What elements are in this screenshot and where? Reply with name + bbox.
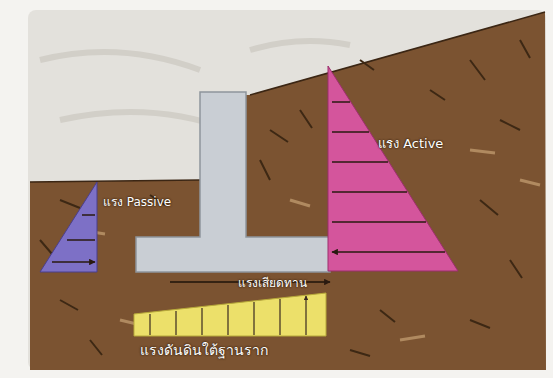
force-label: แรง Active	[378, 137, 443, 151]
force-label: แรง Passive	[103, 196, 171, 209]
sky	[28, 10, 546, 370]
soil-texture	[40, 40, 530, 356]
base-pressure-arrows	[150, 296, 306, 335]
active-pressure-arrows	[332, 102, 445, 252]
passive-pressure-triangle	[40, 182, 97, 272]
passive-pressure-arrows	[52, 215, 95, 262]
ground-line	[30, 12, 545, 182]
force-label: แรงเสียดทาน	[238, 277, 307, 290]
base-pressure-trapezoid	[134, 293, 326, 336]
soil	[30, 12, 546, 370]
retaining-wall	[136, 92, 330, 272]
active-pressure-triangle	[328, 66, 458, 271]
force-label: แรงดันดินใต้ฐานราก	[140, 343, 268, 358]
